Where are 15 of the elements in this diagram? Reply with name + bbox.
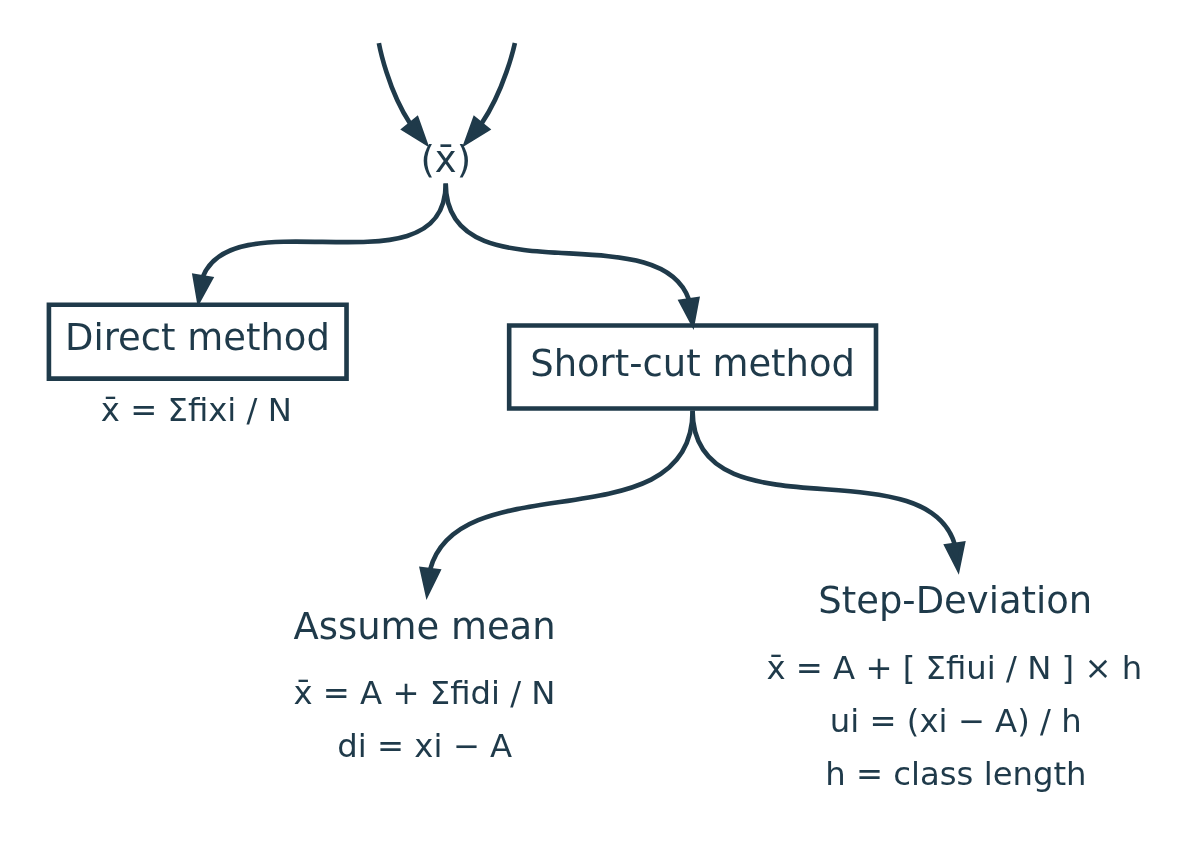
node-label: x̄ = Σfixi / N	[100, 390, 292, 429]
node-box: Short-cut method	[506, 323, 879, 411]
arrow	[462, 42, 518, 148]
node-text: Step-Deviation	[818, 579, 1093, 623]
node-label: di = xi − A	[337, 727, 513, 766]
node-box: Direct method	[46, 302, 349, 381]
arrow	[443, 183, 700, 331]
arrow	[376, 42, 430, 148]
arrow	[690, 410, 966, 575]
node-text: Assume mean	[293, 604, 556, 648]
node-text: (x̄)	[420, 137, 472, 181]
node-label: h = class length	[825, 755, 1087, 794]
node-label: ui = (xi − A) / h	[829, 702, 1082, 741]
node-label: x̄ = A + Σfidi / N	[293, 674, 556, 713]
node-label: x̄ = A + [ Σfiui / N ] × h	[766, 648, 1143, 687]
